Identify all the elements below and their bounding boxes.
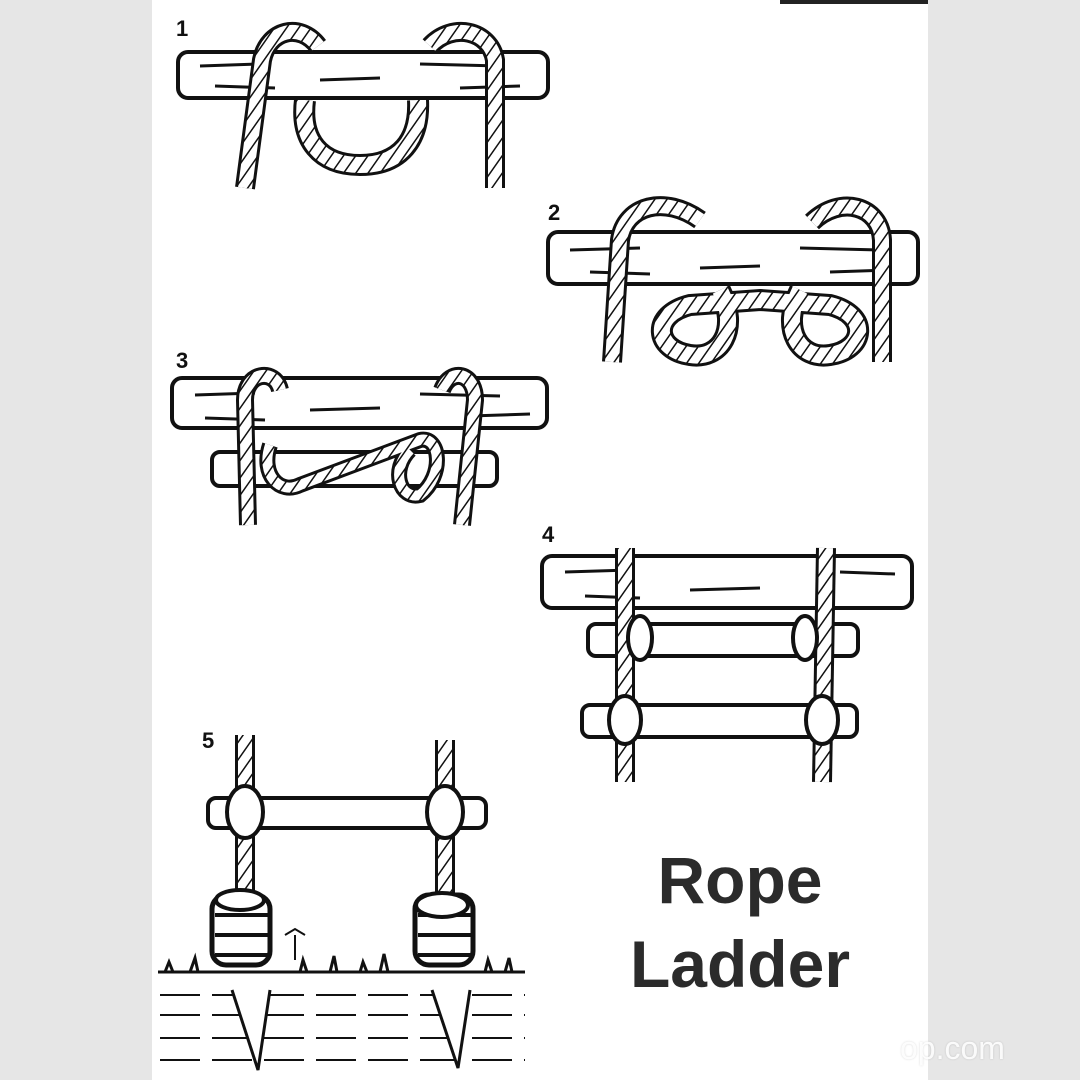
stake-point <box>430 989 472 1069</box>
rope-loop-texture <box>296 99 427 174</box>
stake-point <box>230 989 272 1071</box>
watermark-text: op.com <box>900 1030 1005 1066</box>
coil-lines <box>215 913 268 957</box>
rope-left-texture <box>605 199 705 363</box>
step-2-illustration: 2 <box>546 196 920 367</box>
hitch-knot <box>804 694 840 746</box>
log-pole <box>170 376 549 430</box>
rope-right-texture <box>436 369 482 526</box>
step-5-illustration: 5 <box>158 728 525 1071</box>
grass-tufts <box>163 952 514 973</box>
rung-1 <box>586 622 860 658</box>
log-pole <box>546 230 920 286</box>
step-5-number: 5 <box>202 728 214 753</box>
step-4-illustration: 4 <box>540 522 914 783</box>
rope-right-texture <box>807 199 889 362</box>
rope-right-texture <box>424 25 502 188</box>
wood-grain <box>569 246 891 276</box>
step-3-number: 3 <box>176 348 188 373</box>
illustration-sheet <box>152 0 928 1080</box>
hitch-knot <box>425 784 465 840</box>
step-4-number: 4 <box>542 522 555 547</box>
wood-grain <box>564 568 896 600</box>
hitch-knot <box>225 784 265 840</box>
wood-grain <box>199 62 521 90</box>
soil-lines <box>160 994 525 1061</box>
stake-top <box>414 891 470 919</box>
rope-figure-loops-texture <box>653 286 867 364</box>
title-rope-ladder: Rope Ladder <box>570 838 910 1006</box>
log-pole <box>540 554 914 610</box>
step-3-illustration: 3 <box>170 348 549 526</box>
stake-top <box>214 888 266 912</box>
hitch-knot <box>791 614 819 662</box>
wood-grain <box>194 391 531 422</box>
hitch-knot <box>607 694 643 746</box>
rope-left-texture <box>238 369 286 526</box>
rope-wrap-texture <box>262 434 442 501</box>
rung-stick <box>206 796 488 830</box>
step-1-number: 1 <box>176 16 188 41</box>
hitch-knot <box>626 614 654 662</box>
step-1-illustration: 1 <box>176 16 550 190</box>
title-line-2: Ladder <box>629 927 851 1001</box>
rope-right-texture <box>815 547 833 783</box>
small-plant <box>284 927 306 960</box>
rung-2 <box>580 703 859 739</box>
title-line-1: Rope <box>657 843 823 917</box>
top-border-line <box>780 0 928 4</box>
rope-left-texture <box>238 24 324 189</box>
step-2-number: 2 <box>548 200 560 225</box>
